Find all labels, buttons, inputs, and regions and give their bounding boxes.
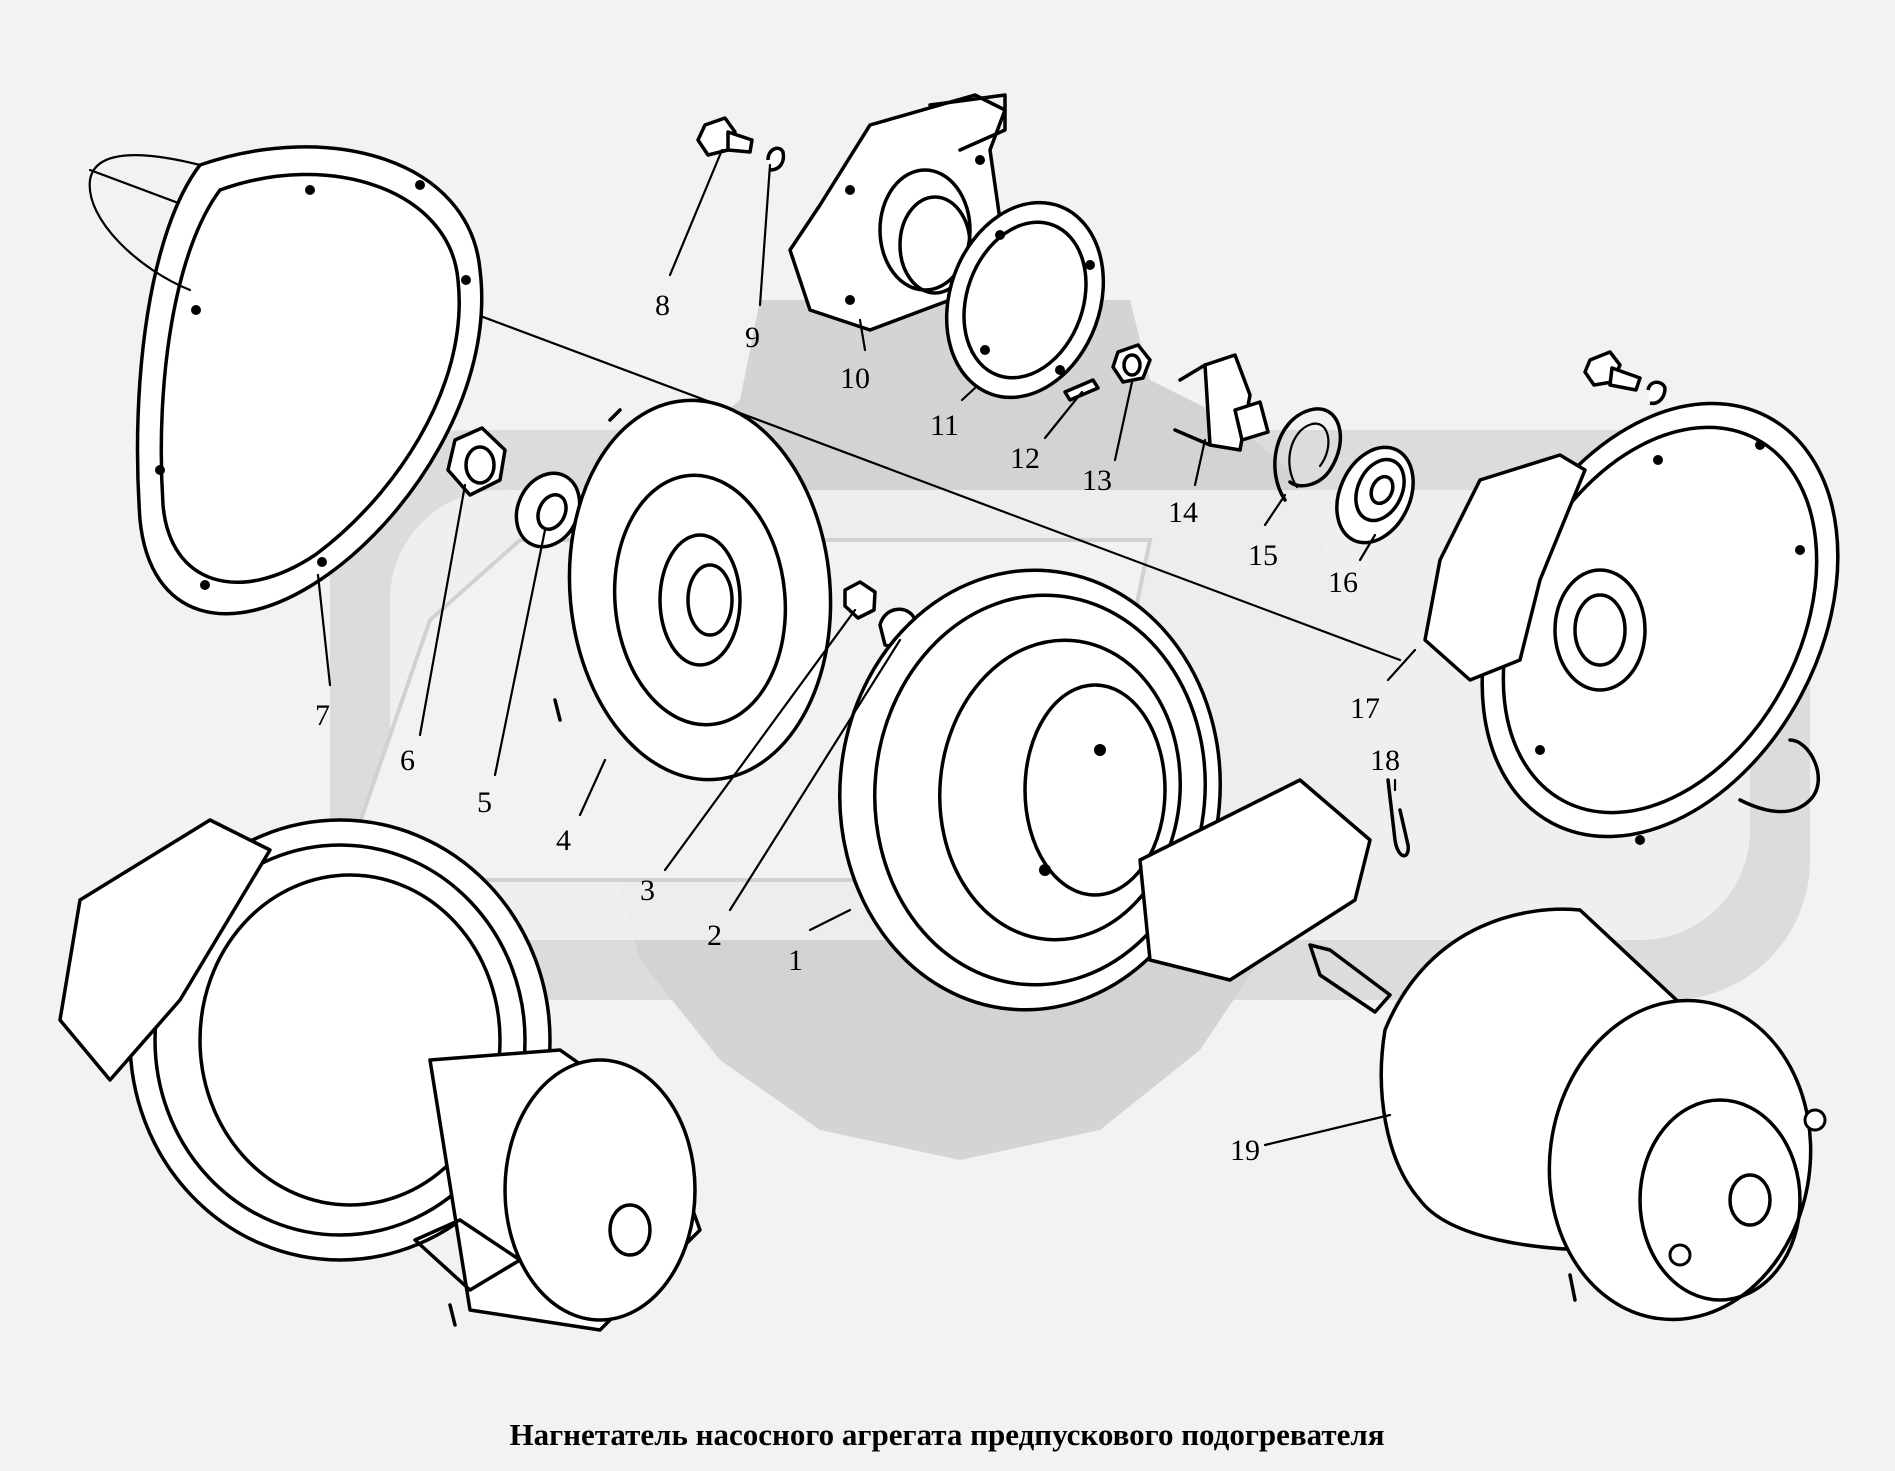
impeller-shaft — [1173, 353, 1270, 452]
nut-medium — [843, 580, 877, 620]
gasket-large — [88, 145, 484, 616]
bearing — [1335, 445, 1415, 545]
callout-6: 6 — [400, 744, 415, 777]
gasket-small — [944, 200, 1106, 400]
nut-small — [1111, 343, 1152, 384]
callout-12: 12 — [1010, 442, 1040, 475]
callout-16: 16 — [1328, 566, 1358, 599]
callout-17: 17 — [1350, 692, 1380, 725]
rear-housing — [1423, 350, 1840, 845]
callout-3: 3 — [640, 874, 655, 907]
volute-casing — [838, 568, 1372, 1012]
callout-4: 4 — [556, 824, 571, 857]
callout-8: 8 — [655, 289, 670, 322]
callout-5: 5 — [477, 786, 492, 819]
callout-15: 15 — [1248, 539, 1278, 572]
callout-7: 7 — [315, 699, 330, 732]
washer-large — [514, 471, 582, 549]
callout-2: 2 — [707, 919, 722, 952]
callout-9: 9 — [745, 321, 760, 354]
callout-10: 10 — [840, 362, 870, 395]
electric-motor — [1308, 907, 1827, 1322]
callout-11: 11 — [930, 409, 959, 442]
callout-13: 13 — [1082, 464, 1112, 497]
callout-14: 14 — [1168, 496, 1198, 529]
leader-lines — [316, 148, 1417, 1147]
figure-caption: Нагнетатель насосного агрегата предпуско… — [509, 1417, 1384, 1452]
callout-19: 19 — [1230, 1134, 1260, 1167]
retaining-ring — [1273, 407, 1343, 502]
cotter-pin — [1386, 778, 1410, 858]
callout-labels: 1 2 3 4 5 6 7 8 9 10 11 12 13 14 15 16 1… — [315, 289, 1400, 1167]
bolt-small — [696, 116, 754, 157]
callout-18: 18 — [1370, 744, 1400, 777]
key-small — [1063, 378, 1100, 402]
callout-1: 1 — [788, 944, 803, 977]
assembled-unit-left — [58, 818, 702, 1332]
impeller-disc — [553, 398, 833, 782]
spring-washer-small — [766, 146, 786, 172]
nut-large — [446, 426, 507, 497]
